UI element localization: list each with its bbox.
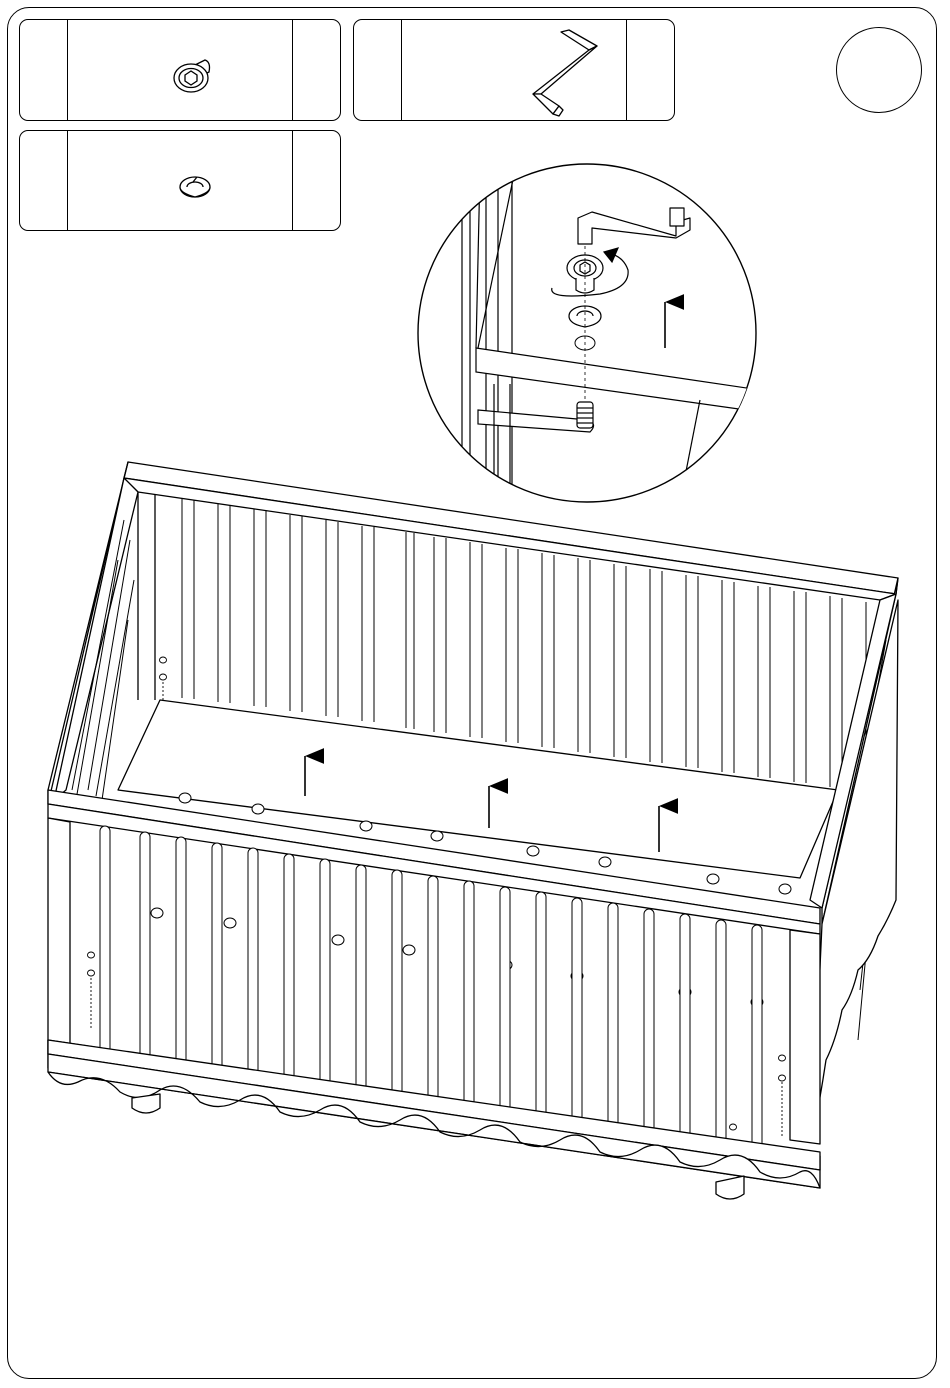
- zoom-detail: [418, 164, 760, 502]
- crib-icon: [48, 462, 898, 1199]
- spring-washer-icon: [569, 306, 601, 327]
- threaded-insert-icon: [577, 402, 593, 428]
